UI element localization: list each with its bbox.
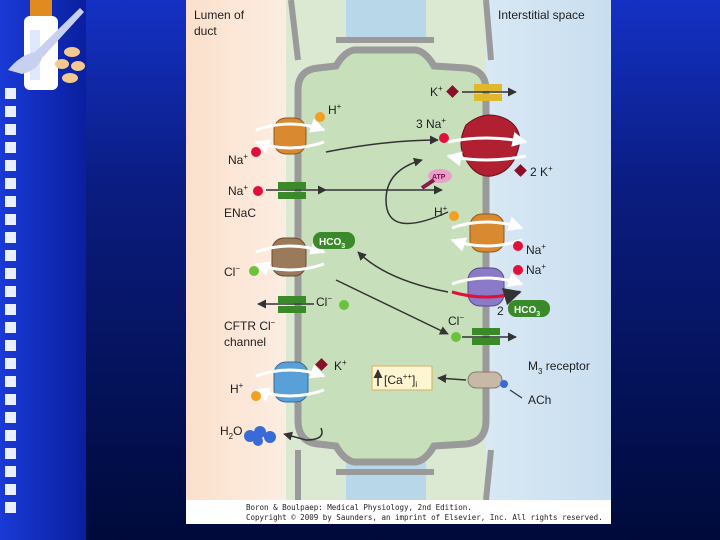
cl-label-2: Cl− <box>316 294 332 309</box>
m3-label: M3 receptor <box>528 359 590 376</box>
cl-diagonal-arrow <box>335 279 449 335</box>
two-label: 2 <box>497 304 504 318</box>
na-dot-right-2 <box>513 265 523 275</box>
m3-receptor-icon <box>467 371 508 389</box>
h-recycle-arrow <box>385 157 449 225</box>
na-dot-2 <box>253 186 263 196</box>
cl-dot-right <box>451 332 461 342</box>
hco3-exchanger-left <box>254 237 326 277</box>
physiology-figure: Lumen of duct Interstitial space H+ Na+ … <box>186 0 611 524</box>
ach-label: ACh <box>528 393 551 407</box>
interstitial-title: Interstitial space <box>498 8 585 22</box>
cftr-label-line2: channel <box>224 335 266 349</box>
duct-cell-diagram: Lumen of duct Interstitial space H+ Na+ … <box>186 0 611 524</box>
credit-line-1: Boron & Boulpaep: Medical Physiology, 2n… <box>246 503 472 512</box>
square-decoration <box>5 106 16 117</box>
square-decoration <box>5 214 16 225</box>
h-k-atpase-apical <box>254 361 326 403</box>
h-top-label: H+ <box>328 102 342 117</box>
square-decoration <box>5 286 16 297</box>
na-right-label-2: Na+ <box>526 262 546 277</box>
square-decoration <box>5 232 16 243</box>
cl-channel-basolateral <box>462 328 517 345</box>
square-decoration <box>5 322 16 333</box>
h-dot-left <box>251 391 261 401</box>
na-dot-1 <box>251 147 261 157</box>
square-decoration <box>5 376 16 387</box>
hco3-pill-right <box>508 300 550 317</box>
hco3-label-right: HCO3 <box>514 305 540 318</box>
square-decoration <box>5 88 16 99</box>
enac-label: ENaC <box>224 206 256 220</box>
enac-channel <box>266 182 327 199</box>
square-decoration <box>5 250 16 261</box>
square-decoration <box>5 304 16 315</box>
hco3-pill-left <box>313 232 355 249</box>
nbc-cotransporter <box>451 267 524 307</box>
na-dot-right-1 <box>513 241 523 251</box>
calcium-label: [Ca++]i <box>384 372 417 389</box>
square-decoration <box>5 178 16 189</box>
na3-label: 3 Na+ <box>416 116 446 131</box>
square-decoration <box>5 268 16 279</box>
h-left-label: H+ <box>230 381 244 396</box>
square-decoration <box>5 466 16 477</box>
cl-label-1: Cl− <box>224 264 240 279</box>
water-flow-arrow <box>283 427 323 441</box>
square-decoration <box>5 412 16 423</box>
k-diamond-left <box>315 358 328 371</box>
h-dot-top <box>315 112 325 122</box>
cl-right-label: Cl− <box>448 313 464 328</box>
interstitial-region <box>486 0 611 500</box>
cl-dot-1 <box>249 266 259 276</box>
nh-exchanger-basolateral <box>450 213 524 253</box>
square-decoration <box>5 448 16 459</box>
k-channel-basolateral <box>462 84 517 101</box>
k-top-right-label: K+ <box>430 84 443 99</box>
water-molecules-icon <box>244 426 276 446</box>
na-k-atpase-pump <box>446 114 528 177</box>
hco3-label-left: HCO3 <box>319 237 345 250</box>
na-right-label-1: Na+ <box>526 242 546 257</box>
slide-decoration <box>5 0 85 513</box>
square-decoration <box>5 358 16 369</box>
credit-line-2: Copyright © 2009 by Saunders, an imprint… <box>246 513 603 522</box>
cftr-channel <box>257 296 314 313</box>
h-dot-right <box>449 211 459 221</box>
h-right-label: H+ <box>434 204 448 219</box>
svg-text:ATP: ATP <box>432 174 446 181</box>
spoon-icon <box>8 8 84 74</box>
hco3-flow-arrow <box>357 251 449 293</box>
cftr-label: CFTR Cl− <box>224 318 276 333</box>
atp-icon: ATP <box>420 169 452 190</box>
square-decoration <box>5 394 16 405</box>
square-decoration <box>5 142 16 153</box>
cl-dot-2 <box>339 300 349 310</box>
cell-membrane <box>294 46 490 466</box>
pills-icon <box>55 47 85 83</box>
na-label-2: Na+ <box>228 183 248 198</box>
k-diamond-top-right <box>446 85 459 98</box>
square-decoration <box>5 484 16 495</box>
lumen-title-line2: duct <box>194 24 217 38</box>
square-decoration <box>5 196 16 207</box>
h2o-label: H2O <box>220 424 242 441</box>
square-decoration <box>5 160 16 171</box>
square-decoration <box>5 124 16 135</box>
square-decoration <box>5 430 16 441</box>
k-left-label: K+ <box>334 358 347 373</box>
square-decoration <box>5 502 16 513</box>
na-label-1: Na+ <box>228 152 248 167</box>
na-dot-na3 <box>439 133 449 143</box>
k2-label: 2 K+ <box>530 164 553 179</box>
lumen-title: Lumen of <box>194 8 245 22</box>
apical-exchanger-top <box>254 117 326 155</box>
na-flow-arrow-1 <box>325 135 439 153</box>
square-decoration <box>5 340 16 351</box>
square-column-decoration <box>5 88 16 513</box>
